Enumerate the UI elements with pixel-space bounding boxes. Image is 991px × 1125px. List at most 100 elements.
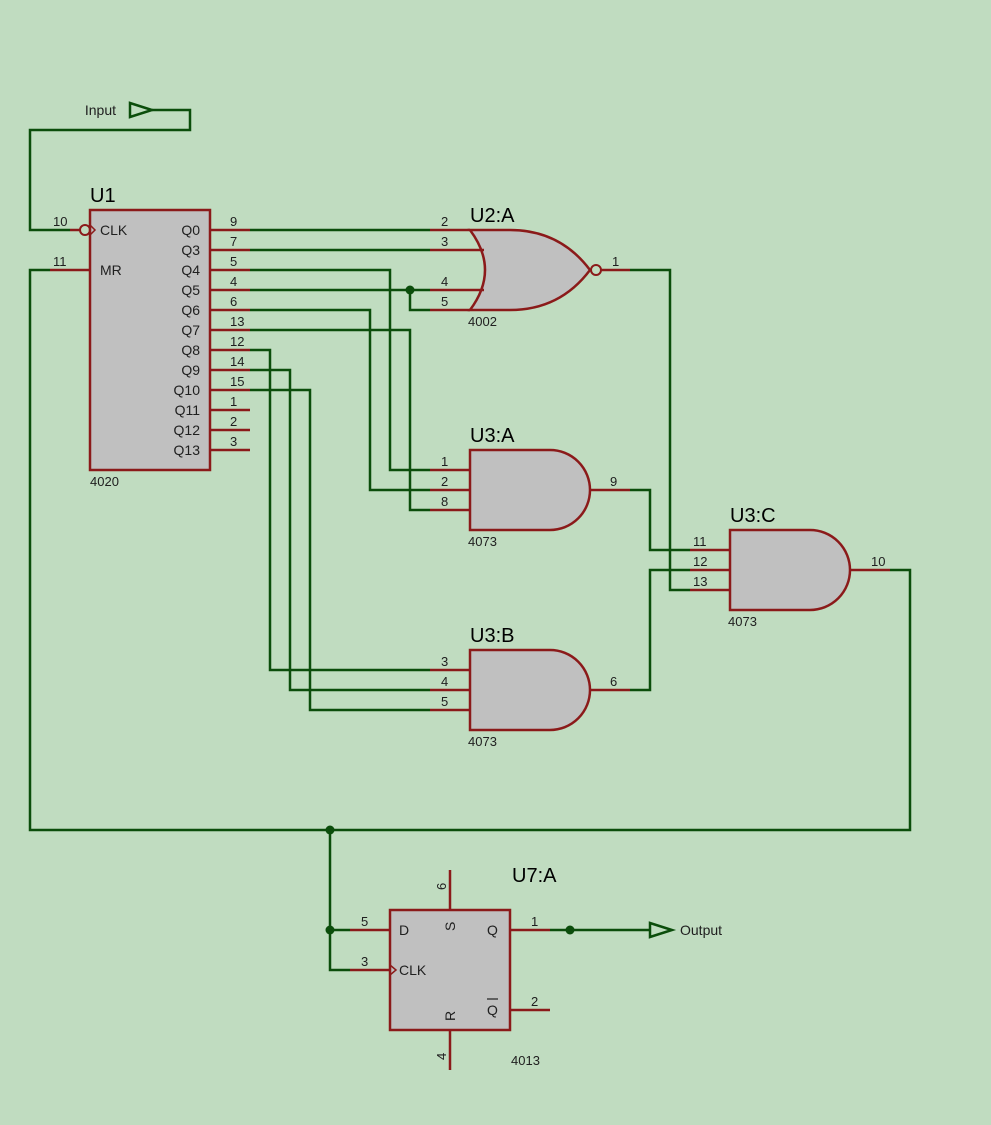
- u7a-r-number: 4: [434, 1053, 449, 1060]
- u2a-ref: U2:A: [470, 205, 515, 227]
- u7a-qbar-number: 2: [531, 994, 538, 1009]
- u1-q12-number: 2: [230, 414, 237, 429]
- u3b-out-number: 6: [610, 674, 617, 689]
- u3b-ref: U3:B: [470, 625, 514, 647]
- u3a-in-number-1: 1: [441, 454, 448, 469]
- u3b-in-number-5: 5: [441, 694, 448, 709]
- output-terminal-icon: [648, 921, 677, 939]
- u2a-in-number-2: 2: [441, 214, 448, 229]
- u1-q6-number: 6: [230, 294, 237, 309]
- u3a-body: [468, 448, 592, 532]
- u1-q11-name: Q11: [175, 402, 201, 418]
- u3a-in-number-2: 2: [441, 474, 448, 489]
- u1-q5-name: Q5: [181, 282, 200, 298]
- u3a-and-gate[interactable]: U3:A 1 2 8 9 4073: [430, 425, 630, 549]
- wires: [28, 108, 912, 972]
- u7a-clk-number: 3: [361, 954, 368, 969]
- u7a-clk-name: CLK: [399, 962, 427, 978]
- u1-counter[interactable]: U1 4020 10 CLK 11 MR Q0 Q3 Q4: [50, 185, 250, 489]
- u3b-in-number-3: 3: [441, 654, 448, 669]
- u2a-in-number-3: 3: [441, 234, 448, 249]
- junction-dot: [565, 925, 575, 935]
- u1-clk-inversion-bubble: [79, 224, 91, 236]
- input-terminal[interactable]: Input: [85, 101, 157, 119]
- u1-clk-pin-name: CLK: [100, 222, 128, 238]
- output-terminal[interactable]: Output: [648, 921, 722, 939]
- u1-q3-name: Q3: [181, 242, 200, 258]
- u1-q5-number: 4: [230, 274, 237, 289]
- u3a-ref: U3:A: [470, 425, 515, 447]
- wire-bus-d[interactable]: [328, 830, 350, 932]
- u2a-in-number-5: 5: [441, 294, 448, 309]
- wire-bus-clk[interactable]: [328, 930, 350, 972]
- u1-mr-pin-number: 11: [53, 254, 67, 269]
- u3c-in-number-12: 12: [693, 554, 707, 569]
- u3b-in-number-4: 4: [441, 674, 448, 689]
- u1-ref: U1: [90, 185, 116, 207]
- u1-q7-name: Q7: [181, 322, 200, 338]
- u7a-q-number: 1: [531, 914, 538, 929]
- u7a-d-flipflop[interactable]: U7:A 5 D 3 CLK 6 S 4 R 1 Q 2 Q 4013: [350, 865, 557, 1070]
- u3a-part: 4073: [468, 534, 497, 549]
- u7a-d-number: 5: [361, 914, 368, 929]
- u7a-s-number: 6: [434, 883, 449, 890]
- u1-q8-number: 12: [230, 334, 244, 349]
- u1-q13-name: Q13: [174, 442, 201, 458]
- junction-dot: [325, 825, 335, 835]
- u7a-ref: U7:A: [512, 865, 557, 887]
- u1-q4-number: 5: [230, 254, 237, 269]
- u3c-in-number-11: 11: [693, 534, 707, 549]
- u7a-q-name: Q: [487, 922, 498, 938]
- wire-u3c-out[interactable]: [28, 268, 912, 832]
- u3c-ref: U3:C: [730, 505, 776, 527]
- u1-q6-name: Q6: [181, 302, 200, 318]
- u1-mr-pin-name: MR: [100, 262, 122, 278]
- u3b-body: [468, 648, 592, 732]
- junction-dot: [405, 285, 415, 295]
- u7a-clk-triangle-icon: [389, 964, 398, 976]
- u1-q3-number: 7: [230, 234, 237, 249]
- u3b-part: 4073: [468, 734, 497, 749]
- u2a-nor-gate[interactable]: U2:A 2 3 4 5 1 4002: [430, 205, 630, 329]
- u7a-qbar-name: Q: [487, 1002, 498, 1018]
- u1-clk-pin-number: 10: [53, 214, 67, 229]
- u7a-part: 4013: [511, 1053, 540, 1068]
- u1-q12-name: Q12: [174, 422, 201, 438]
- u1-body: [88, 208, 212, 472]
- wire-q6[interactable]: [250, 308, 430, 492]
- input-label: Input: [85, 102, 116, 118]
- u1-q13-number: 3: [230, 434, 237, 449]
- u1-q0-name: Q0: [181, 222, 200, 238]
- u2a-body: [467, 228, 592, 312]
- u7a-d-name: D: [399, 922, 409, 938]
- wire-q10[interactable]: [250, 388, 430, 712]
- wire-u3b-out[interactable]: [630, 568, 690, 692]
- u1-q8-name: Q8: [181, 342, 200, 358]
- u1-q0-number: 9: [230, 214, 237, 229]
- wire-q7[interactable]: [250, 328, 430, 512]
- wire-q8[interactable]: [250, 348, 430, 672]
- wire-q9[interactable]: [250, 368, 430, 692]
- u2a-part: 4002: [468, 314, 497, 329]
- u1-q10-name: Q10: [174, 382, 201, 398]
- u1-q9-name: Q9: [181, 362, 200, 378]
- output-label: Output: [680, 922, 722, 938]
- wire-u2-out[interactable]: [630, 268, 690, 592]
- u3a-in-number-8: 8: [441, 494, 448, 509]
- u3c-in-number-13: 13: [693, 574, 707, 589]
- u3c-and-gate[interactable]: U3:C 11 12 13 10 4073: [690, 505, 890, 629]
- u1-q11-number: 1: [230, 394, 237, 409]
- u1-q4-name: Q4: [181, 262, 200, 278]
- junction-dot: [325, 925, 335, 935]
- u1-clk-triangle-icon: [89, 224, 97, 236]
- u3c-part: 4073: [728, 614, 757, 629]
- wire-q5-pin5[interactable]: [408, 290, 430, 312]
- u1-q9-number: 14: [230, 354, 244, 369]
- u3b-and-gate[interactable]: U3:B 3 4 5 6 4073: [430, 625, 630, 749]
- u7a-s-name: S: [442, 922, 458, 931]
- input-terminal-icon: [128, 101, 157, 119]
- wire-u3a-out[interactable]: [630, 488, 690, 552]
- wire-input-clk[interactable]: [28, 108, 192, 232]
- u1-right-pins: Q0 Q3 Q4 Q5 Q6 Q7 Q8 Q9 Q10 Q11 Q12 Q13 …: [174, 214, 250, 458]
- u7a-r-name: R: [442, 1011, 458, 1021]
